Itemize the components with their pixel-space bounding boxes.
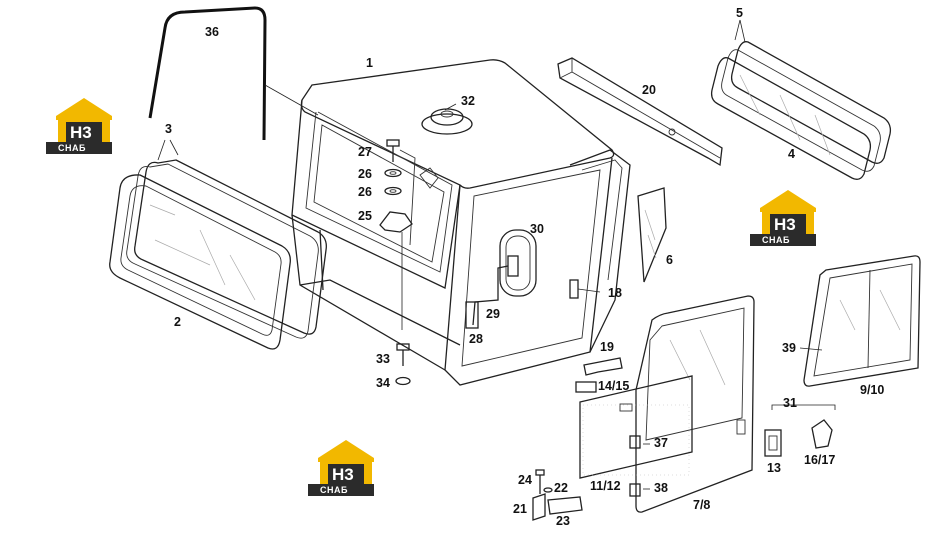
- callout-9-10: 9/10: [860, 383, 884, 397]
- callout-37: 37: [654, 436, 668, 450]
- callout-24: 24: [518, 473, 532, 487]
- part-32-dome-light: [421, 108, 473, 135]
- callout-33: 33: [376, 352, 390, 366]
- part-28-mirror-bracket: [465, 301, 479, 329]
- callout-11-12: 11/12: [590, 479, 621, 493]
- callout-4: 4: [788, 147, 795, 161]
- callout-38: 38: [654, 481, 668, 495]
- callout-30: 30: [530, 222, 544, 236]
- watermark-logo: H3 СНАБ: [750, 190, 816, 246]
- part-34-nut: [395, 376, 411, 386]
- watermark-logo: H3 СНАБ: [308, 440, 374, 496]
- callout-29: 29: [486, 307, 500, 321]
- part-22-washer: [543, 487, 553, 493]
- part-2-rear-window: [109, 159, 327, 350]
- callout-13: 13: [767, 461, 781, 475]
- callout-28: 28: [469, 332, 483, 346]
- part-7-8-door: [629, 295, 755, 513]
- part-24-bolt: [535, 469, 545, 494]
- part-16-17-lock: [811, 419, 833, 449]
- callout-5: 5: [736, 6, 743, 20]
- part-29-mirror-arm: [472, 265, 509, 326]
- callout-25: 25: [358, 209, 372, 223]
- part-9-10-sliding-window: [803, 255, 921, 387]
- callout-6: 6: [666, 253, 673, 267]
- callout-31: 31: [783, 396, 797, 410]
- callout-23: 23: [556, 514, 570, 528]
- callout-34: 34: [376, 376, 390, 390]
- callout-22: 22: [554, 481, 568, 495]
- part-25-bracket: [379, 211, 413, 233]
- part-33-bolt: [396, 343, 410, 366]
- part-11-12-door-panel: [579, 375, 693, 479]
- logo-text: СНАБ: [320, 485, 348, 495]
- callout-39: 39: [782, 341, 796, 355]
- callout-7-8: 7/8: [693, 498, 710, 512]
- callout-32: 32: [461, 94, 475, 108]
- part-4-5-side-window: [710, 41, 892, 180]
- logo-mark: H3: [332, 465, 354, 484]
- part-6-quarter-glass: [637, 187, 667, 283]
- logo-text: СНАБ: [762, 235, 790, 245]
- part-19-handle: [583, 357, 623, 376]
- callout-16-17: 16/17: [804, 453, 835, 467]
- part-14-15-grip: [575, 381, 597, 393]
- callout-1: 1: [366, 56, 373, 70]
- part-27-bolt: [386, 139, 400, 162]
- part-26-washer: [384, 168, 402, 196]
- logo-mark: H3: [774, 215, 796, 234]
- callout-2: 2: [174, 315, 181, 329]
- callout-26a: 26: [358, 167, 372, 181]
- part-20-rail: [557, 57, 723, 167]
- callout-36: 36: [205, 25, 219, 39]
- callout-18: 18: [608, 286, 622, 300]
- part-18-hinge: [569, 279, 579, 299]
- callout-19: 19: [600, 340, 614, 354]
- callout-26b: 26: [358, 185, 372, 199]
- callout-14-15: 14/15: [598, 379, 629, 393]
- logo-text: СНАБ: [58, 143, 86, 153]
- part-1-cab-frame: [291, 59, 631, 386]
- part-13-latch: [764, 429, 782, 457]
- part-21-hinge-plate: [532, 493, 546, 521]
- callout-27: 27: [358, 145, 372, 159]
- logo-mark: H3: [70, 123, 92, 142]
- watermark-logo: H3 СНАБ: [46, 98, 112, 154]
- callout-20: 20: [642, 83, 656, 97]
- part-23-hinge-strap: [547, 496, 583, 515]
- callout-3: 3: [165, 122, 172, 136]
- callout-21: 21: [513, 502, 527, 516]
- part-36-seal: [148, 6, 267, 141]
- part-30-mirror: [499, 229, 537, 297]
